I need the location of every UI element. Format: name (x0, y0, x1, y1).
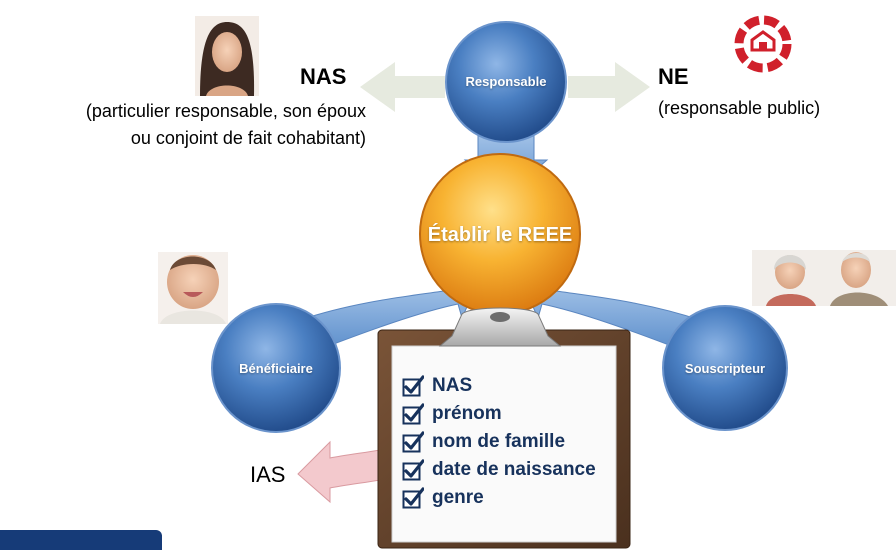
checkbox-checked-icon (402, 487, 425, 509)
ias-label: IAS (250, 462, 286, 487)
nas-description-line-1: (particulier responsable, son époux (85, 101, 366, 121)
beneficiaire-circle (211, 303, 341, 433)
checklist-item-label: nom de famille (432, 431, 566, 452)
nas-description: (particulier responsable, son époux ou c… (6, 98, 366, 152)
checklist-item-label: genre (432, 487, 484, 508)
arrow-to-nas (360, 62, 445, 112)
checklist-item: prénom (402, 400, 596, 428)
nas-description-line-2: ou conjoint de fait cohabitant) (130, 128, 366, 148)
checkbox-checked-icon (402, 431, 425, 453)
responsable-circle (445, 21, 567, 143)
checkbox-checked-icon (402, 403, 425, 425)
souscripteur-circle (662, 305, 788, 431)
checkbox-checked-icon (402, 459, 425, 481)
checklist-item-label: date de naissance (432, 459, 596, 480)
souscripteur-label: Souscripteur (684, 361, 766, 376)
checklist-clipboard (377, 307, 631, 549)
checklist-item: date de naissance (402, 456, 596, 484)
responsable-label: Responsable (465, 74, 547, 89)
checklist: NAS prénom nom de famille date de naissa… (402, 372, 596, 512)
nas-title: NAS (300, 64, 347, 89)
couple-photo (752, 250, 896, 306)
checkbox-checked-icon (402, 375, 425, 397)
ne-title: NE (658, 64, 689, 89)
arrow-to-ne (568, 62, 650, 112)
arrow-to-ias (297, 440, 393, 504)
etablir-label: Établir le REEE (427, 224, 573, 246)
ne-description: (responsable public) (658, 98, 821, 118)
checklist-item: NAS (402, 372, 596, 400)
footer-bar (0, 530, 162, 550)
baby-photo (158, 252, 228, 324)
checklist-item: nom de famille (402, 428, 596, 456)
woman-photo (195, 16, 259, 96)
public-responsible-logo (734, 15, 792, 73)
checklist-item-label: NAS (432, 375, 473, 396)
checklist-item: genre (402, 484, 596, 512)
checklist-item-label: prénom (432, 403, 502, 424)
beneficiaire-label: Bénéficiaire (239, 361, 313, 376)
